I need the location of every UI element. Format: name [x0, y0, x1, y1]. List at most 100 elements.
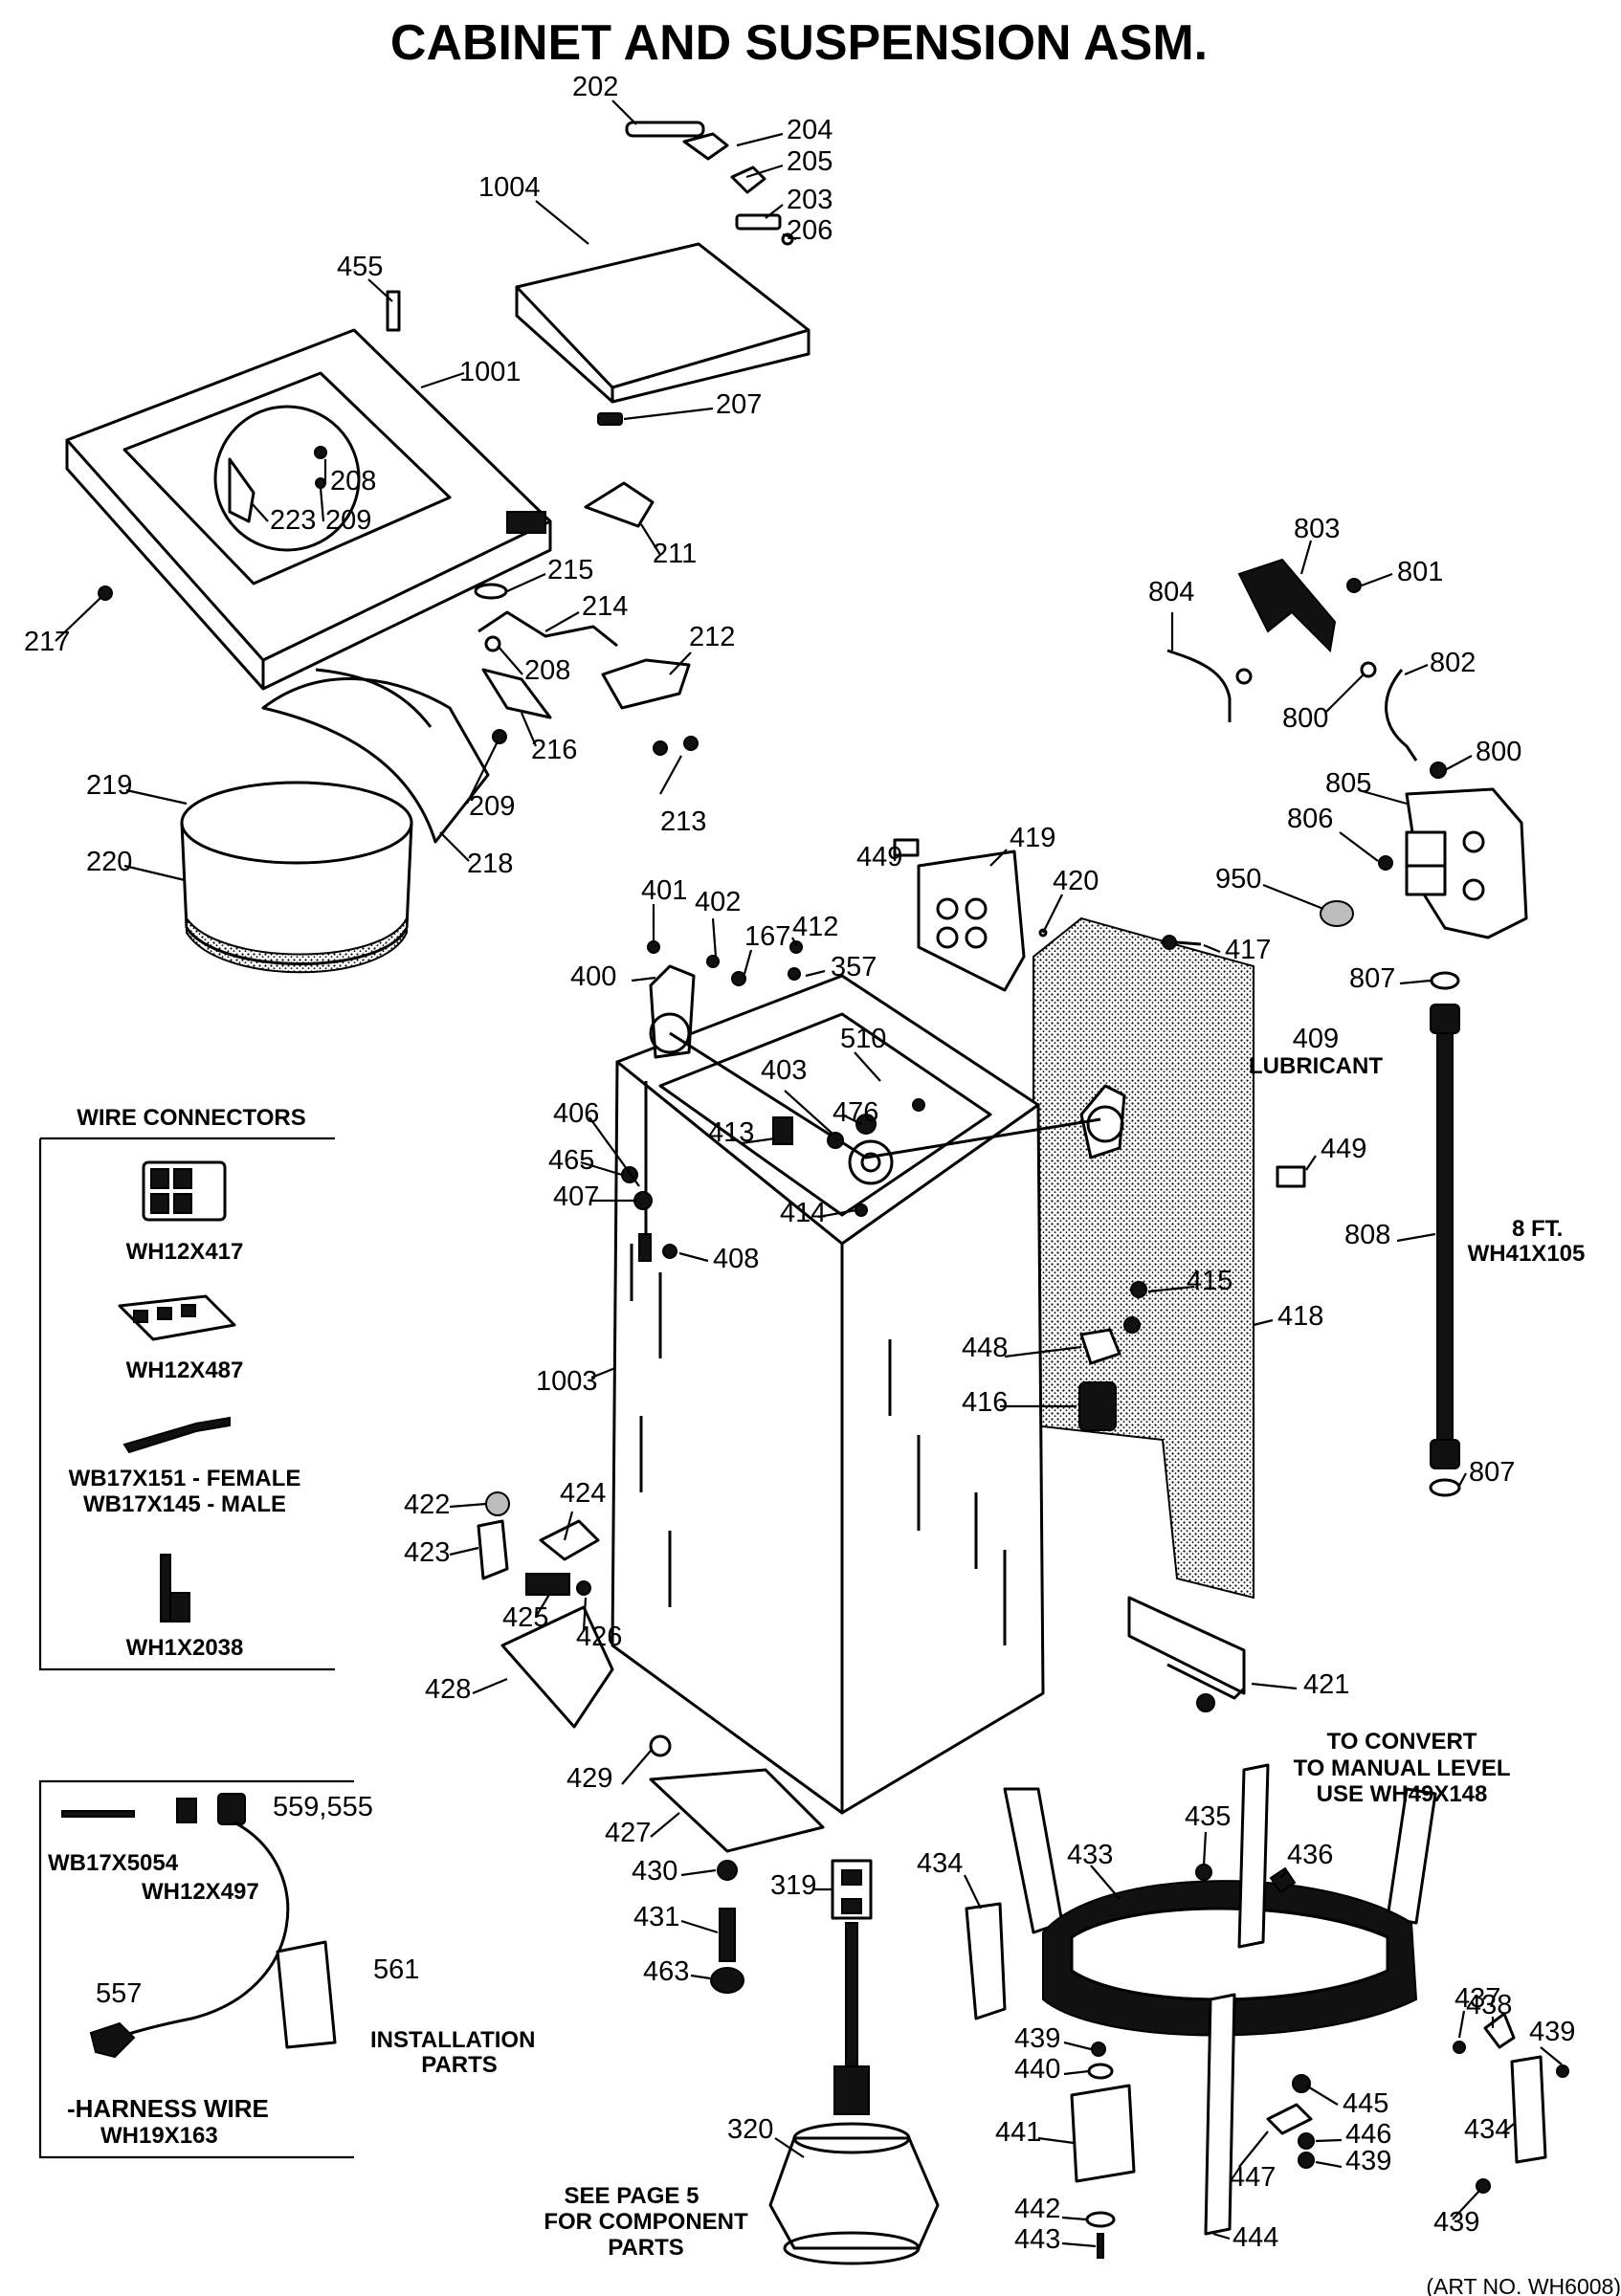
- callout-leader-line: [1262, 883, 1324, 911]
- callout-439: 439: [1345, 2146, 1391, 2176]
- callout-803: 803: [1294, 514, 1340, 544]
- callout-430: 430: [632, 1856, 677, 1887]
- callout-437: 437: [1454, 1983, 1500, 2014]
- callout-leader-line: [1444, 755, 1473, 771]
- callout-leader-line: [1396, 1232, 1436, 1243]
- callout-216: 216: [531, 735, 577, 765]
- callout-463: 463: [643, 1956, 689, 1987]
- lid-hinge-parts: [625, 121, 794, 246]
- callout-167: 167: [744, 921, 790, 952]
- callout-leader-line: [590, 1366, 616, 1380]
- callout-213: 213: [660, 806, 706, 837]
- convert-label-2: TO MANUAL LEVEL: [1293, 1755, 1510, 1781]
- callout-leader-line: [989, 849, 1008, 867]
- connector-wh12x417-icon: [142, 1160, 227, 1222]
- callout-412: 412: [792, 912, 838, 942]
- callout-leader-line: [1324, 673, 1365, 714]
- callout-805: 805: [1325, 768, 1371, 799]
- washer-807: [1430, 971, 1460, 990]
- callout-leader-line: [623, 407, 714, 421]
- back-panel-418: [1033, 916, 1255, 1600]
- callout-320: 320: [727, 2114, 773, 2145]
- base-plate-427: [649, 1734, 825, 1994]
- washer-807b: [1429, 1478, 1461, 1497]
- suspension-base-433: [1003, 1763, 1437, 2236]
- callout-leader-line: [563, 1511, 574, 1541]
- callout-214: 214: [582, 591, 628, 622]
- callout-leader-line: [1457, 2010, 1466, 2039]
- callout-439: 439: [1529, 2017, 1575, 2047]
- callout-429: 429: [566, 1763, 612, 1794]
- callout-leader-line: [319, 487, 325, 522]
- callout-804: 804: [1148, 577, 1194, 607]
- callout-443: 443: [1014, 2224, 1060, 2255]
- callout-leader-line: [1063, 2041, 1092, 2051]
- callout-204: 204: [787, 115, 833, 145]
- callout-465: 465: [548, 1145, 594, 1176]
- callout-423: 423: [404, 1537, 450, 1568]
- lubricant-label: LUBRICANT: [1249, 1053, 1383, 1079]
- callout-leader-line: [854, 1051, 881, 1082]
- callout-leader-line: [669, 651, 692, 675]
- rod-406: [621, 1081, 677, 1262]
- screen-950: [1320, 900, 1354, 927]
- callout-leader-line: [1004, 1345, 1082, 1358]
- callout-806: 806: [1287, 804, 1333, 834]
- callout-leader-line: [55, 597, 101, 642]
- callout-442: 442: [1014, 2194, 1060, 2224]
- callout-leader-line: [1501, 2123, 1515, 2134]
- callout-leader-line: [520, 712, 538, 747]
- connector-label-2: WH12X487: [126, 1358, 244, 1383]
- callout-leader-line: [420, 371, 465, 389]
- callout-424: 424: [560, 1478, 606, 1509]
- callout-leader-line: [745, 164, 784, 179]
- callout-801: 801: [1397, 557, 1443, 587]
- panel-419: [893, 838, 1048, 992]
- installation-label-1: INSTALLATION: [370, 2027, 535, 2053]
- callout-440: 440: [1014, 2054, 1060, 2085]
- callout-leader-line: [1253, 1318, 1274, 1327]
- callout-418: 418: [1277, 1301, 1323, 1332]
- callout-leader-line: [1315, 2160, 1343, 2169]
- callout-413: 413: [708, 1117, 754, 1148]
- bracket-441: [1070, 2084, 1136, 2259]
- callout-leader-line: [680, 1868, 717, 1877]
- callout-leader-line: [497, 645, 523, 675]
- page-title: CABINET AND SUSPENSION ASM.: [390, 15, 1208, 71]
- callout-449: 449: [856, 842, 902, 872]
- callout-leader-line: [588, 1116, 640, 1187]
- cabinet-top-1001: [65, 328, 552, 691]
- callout-leader-line: [580, 1160, 623, 1177]
- callout-leader-line: [621, 1750, 652, 1785]
- rail-421: [1127, 1596, 1246, 1712]
- callout-800: 800: [1282, 703, 1328, 734]
- callout-leader-line: [1203, 943, 1221, 954]
- callout-leader-line: [535, 200, 589, 245]
- hose-802: [1385, 669, 1418, 762]
- callout-446: 446: [1345, 2119, 1391, 2150]
- harness-label-wire: -HARNESS WIRE: [67, 2094, 269, 2123]
- callout-444: 444: [1232, 2222, 1278, 2253]
- callout-leader-line: [1251, 1682, 1298, 1690]
- callout-leader-line: [506, 572, 546, 593]
- callout-428: 428: [425, 1674, 471, 1705]
- callout-357: 357: [831, 952, 877, 982]
- callout-211: 211: [653, 539, 697, 569]
- callout-427: 427: [605, 1818, 651, 1848]
- callout-449: 449: [1321, 1134, 1366, 1164]
- callout-leader-line: [123, 864, 186, 882]
- harness-label-559-555: 559,555: [273, 1792, 373, 1822]
- callout-218: 218: [467, 849, 513, 879]
- installation-parts-bag: [276, 1940, 337, 2049]
- callout-215: 215: [547, 555, 593, 585]
- callout-205: 205: [787, 146, 833, 177]
- see-page-label-1: SEE PAGE 5: [565, 2183, 699, 2209]
- part-413: [772, 1116, 793, 1145]
- clip-449: [1276, 1165, 1306, 1188]
- washer-800c: [1430, 762, 1447, 779]
- callout-209: 209: [469, 791, 515, 822]
- callout-807: 807: [1349, 963, 1395, 994]
- installation-callout-number: 561: [373, 1954, 419, 1985]
